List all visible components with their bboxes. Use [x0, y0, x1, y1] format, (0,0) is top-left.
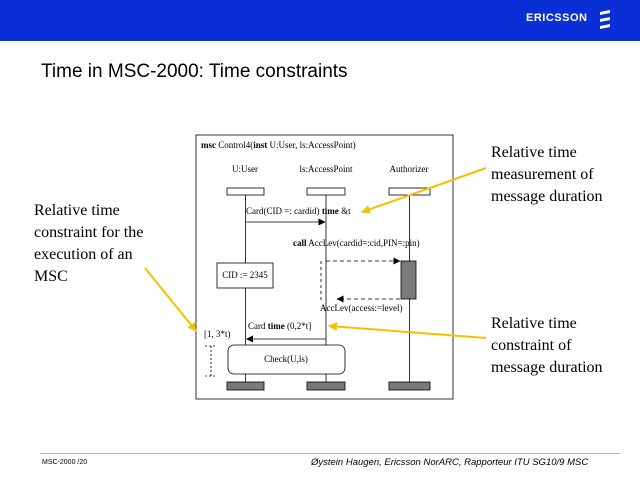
callout-top-right: Relative time measurement of message dur… [491, 144, 603, 205]
brand-name: ERICSSON [526, 12, 588, 24]
msc-interval-label: [1, 3*t) [204, 329, 231, 339]
card-time-label: Card time (0,2*t] [248, 321, 311, 331]
callout-arrow-left [144, 267, 197, 332]
header-bar [0, 0, 640, 41]
instance-head-accesspoint [306, 187, 346, 196]
instance-user: U:User [232, 164, 258, 174]
instance-authorizer: Authorizer [390, 164, 429, 174]
instance-head-user [226, 187, 265, 196]
reply-message-label: AccLev(access:=level) [320, 303, 403, 313]
authorizer-activation [400, 260, 417, 300]
callout-arrow-top-right [361, 167, 487, 214]
call-message-label: call AccLev(cardid=:cid,PIN=:pin) [293, 238, 420, 248]
msc-reference-box [227, 344, 346, 375]
instance-end-accesspoint [306, 381, 346, 391]
instance-end-authorizer [388, 381, 431, 391]
slide-title: Time in MSC-2000: Time constraints [41, 61, 348, 82]
footer-divider [40, 453, 620, 454]
footer-slide-number: MSC-2000 /20 [42, 459, 88, 466]
callout-arrow-bottom-right [328, 322, 487, 339]
msc-heading: msc Control4(inst U:User, ls:AccessPoint… [201, 140, 356, 150]
callout-left: Relative time constraint for the executi… [34, 202, 144, 285]
instance-accesspoint: ls:AccessPoint [300, 164, 353, 174]
action-box [216, 262, 274, 289]
callout-bottom-right: Relative time constraint of message dura… [491, 315, 603, 376]
footer-author: Øystein Haugen, Ericsson NorARC, Rapport… [311, 457, 589, 468]
action-label: CID := 2345 [222, 270, 268, 280]
instance-end-user [226, 381, 265, 391]
msc-reference-label: Check(U,ls) [264, 354, 308, 364]
card-message-label: Card(CID =: cardid) time &t [246, 206, 351, 216]
ericsson-logo-icon [600, 10, 610, 29]
